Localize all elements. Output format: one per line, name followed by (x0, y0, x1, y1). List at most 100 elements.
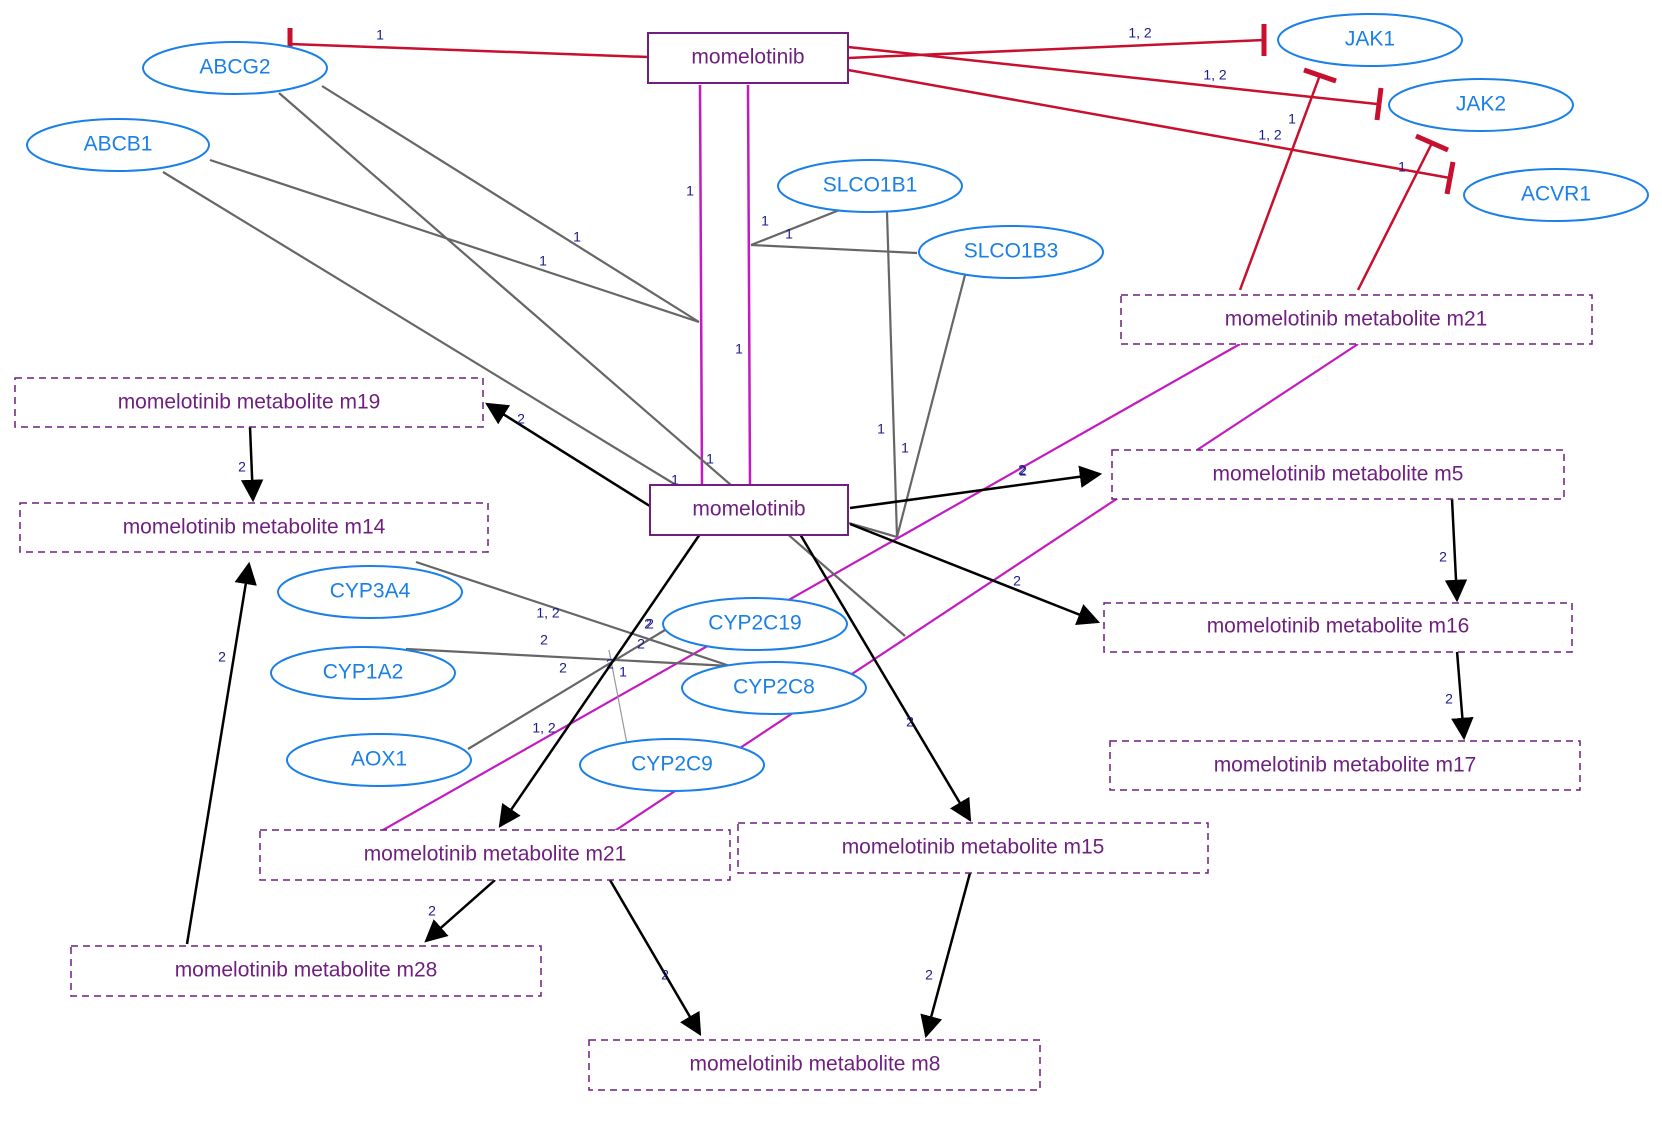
node-label: momelotinib metabolite m5 (1213, 463, 1464, 486)
metabolite-node-m15[interactable]: momelotinib metabolite m15 (737, 822, 1209, 874)
edge-drug-m21[interactable]: 2 (498, 533, 702, 828)
edge-drug-abcg2[interactable]: 1 (287, 27, 649, 60)
metabolite-node-m14[interactable]: momelotinib metabolite m14 (19, 502, 489, 553)
edge-label: 1, 2 (532, 720, 556, 736)
protein-node-cyp1a2[interactable]: CYP1A2 (270, 646, 456, 700)
node-label: ACVR1 (1521, 183, 1591, 206)
metabolite-node-m8[interactable]: momelotinib metabolite m8 (588, 1039, 1041, 1091)
node-label: momelotinib metabolite m15 (842, 836, 1105, 859)
node-label: momelotinib (691, 46, 804, 69)
edge-slco-transport[interactable]: 1 1 1 1 1 (706, 207, 967, 539)
edge-drug-m16[interactable]: 2 (849, 522, 1101, 626)
protein-node-slco1b3[interactable]: SLCO1B3 (918, 225, 1104, 279)
protein-node-abcg2[interactable]: ABCG2 (142, 41, 328, 95)
edge-label: 2 (1013, 573, 1021, 589)
edge-m21-acvr1[interactable]: 1 (1356, 133, 1450, 291)
protein-node-jak1[interactable]: JAK1 (1277, 13, 1463, 67)
protein-node-cyp2c9[interactable]: CYP2C9 (579, 738, 765, 792)
metabolite-node-m16[interactable]: momelotinib metabolite m16 (1103, 602, 1573, 653)
node-label: JAK1 (1345, 28, 1395, 51)
metabolite-node-m21-bottom[interactable]: momelotinib metabolite m21 (259, 829, 731, 881)
edge-label: 1 (761, 213, 769, 229)
edge-label: 1 (376, 27, 384, 43)
edge-label: 1 (901, 440, 909, 456)
edge-label: 2 (646, 616, 654, 632)
edge-label: 1, 2 (536, 605, 560, 621)
edge-m21-jak2[interactable]: 1 (1238, 67, 1337, 291)
edge-drug-acvr1[interactable]: 1, 2 (847, 68, 1456, 195)
edge-m21-m8[interactable]: 2 (608, 879, 702, 1036)
edge-drug-jak2[interactable]: 1, 2 (847, 45, 1384, 121)
edge-m16-m17[interactable]: 2 (1445, 650, 1474, 741)
edge-label: 1 (619, 664, 627, 680)
edge-label: 2 (906, 714, 914, 730)
node-label: SLCO1B3 (964, 240, 1059, 263)
edge-abcb1-transport[interactable]: 1 1 (162, 158, 700, 488)
edge-label: 2 (1018, 462, 1026, 478)
edge-drug-m19[interactable]: 2 (485, 402, 654, 510)
node-label: momelotinib metabolite m17 (1214, 754, 1477, 777)
protein-node-abcb1[interactable]: ABCB1 (26, 118, 210, 172)
edge-m21-m28[interactable]: 2 (424, 879, 496, 943)
nodes-layer: momelotinib momelotinib ABCG2 ABCB1 SLCO… (14, 13, 1649, 1091)
protein-node-slco1b1[interactable]: SLCO1B1 (777, 159, 963, 213)
edge-label: 2 (1019, 463, 1027, 479)
edge-label: 1 (1398, 159, 1406, 175)
edge-label: 1, 2 (1128, 25, 1152, 41)
protein-node-jak2[interactable]: JAK2 (1388, 78, 1574, 132)
edge-label: 2 (559, 660, 567, 676)
metabolite-node-m17[interactable]: momelotinib metabolite m17 (1109, 740, 1581, 791)
edge-label: 1 (686, 183, 694, 199)
protein-node-cyp2c19[interactable]: CYP2C19 (662, 597, 848, 651)
edge-drug-m15[interactable]: 2 (798, 533, 972, 822)
protein-node-acvr1[interactable]: ACVR1 (1463, 168, 1649, 222)
node-label: momelotinib metabolite m14 (123, 516, 386, 539)
metabolite-node-m5[interactable]: momelotinib metabolite m5 (1111, 449, 1565, 500)
edge-drug-link-b[interactable]: 1 (735, 84, 752, 486)
edge-label: 2 (1439, 549, 1447, 565)
edge-m15-m8[interactable]: 2 (920, 872, 972, 1039)
metabolite-node-m28[interactable]: momelotinib metabolite m28 (70, 945, 542, 997)
edge-m5-m16[interactable]: 2 (1439, 498, 1468, 603)
node-label: JAK2 (1456, 93, 1506, 116)
metabolite-node-m21-top[interactable]: momelotinib metabolite m21 (1120, 294, 1593, 345)
node-label: momelotinib metabolite m19 (118, 391, 381, 414)
drug-node-top[interactable]: momelotinib (647, 32, 849, 84)
protein-node-aox1[interactable]: AOX1 (286, 733, 472, 787)
edge-label: 2 (925, 967, 933, 983)
edge-label: 2 (661, 967, 669, 983)
edge-m28-m14[interactable]: 2 (185, 561, 257, 945)
node-label: momelotinib metabolite m8 (690, 1053, 941, 1076)
node-label: momelotinib metabolite m16 (1207, 615, 1470, 638)
node-label: ABCG2 (199, 56, 270, 79)
edge-label: 1 (706, 451, 714, 467)
node-label: momelotinib (692, 498, 805, 521)
edge-label: 1 (573, 229, 581, 245)
drug-node-mid[interactable]: momelotinib (649, 484, 849, 536)
protein-node-cyp2c8[interactable]: CYP2C8 (681, 661, 867, 715)
edge-label: 2 (218, 649, 226, 665)
edge-m21-m21-link[interactable]: 2 (375, 343, 1241, 835)
edge-label: 2 (428, 903, 436, 919)
node-label: momelotinib metabolite m28 (175, 959, 438, 982)
node-label: AOX1 (351, 748, 407, 771)
edge-label: 2 (238, 459, 246, 475)
edge-abcg2-transport[interactable]: 1 (278, 85, 906, 637)
edge-label: 2 (637, 636, 645, 652)
edge-m19-m14[interactable]: 2 (238, 426, 264, 503)
edge-label: 1 (539, 253, 547, 269)
edge-label: 1 (785, 226, 793, 242)
edge-label: 1, 2 (1203, 67, 1227, 83)
node-label: CYP2C9 (631, 753, 713, 776)
edge-drug-m5[interactable]: 2 (849, 463, 1103, 510)
node-label: CYP2C19 (708, 612, 801, 635)
node-label: momelotinib metabolite m21 (1225, 308, 1488, 331)
node-label: ABCB1 (84, 133, 153, 156)
edge-label: 1 (671, 472, 679, 488)
edge-label: 1 (877, 421, 885, 437)
metabolite-node-m19[interactable]: momelotinib metabolite m19 (14, 377, 484, 428)
protein-node-cyp3a4[interactable]: CYP3A4 (277, 565, 463, 619)
edge-label: 2 (540, 632, 548, 648)
edge-drug-link-a[interactable]: 1 (686, 84, 704, 486)
